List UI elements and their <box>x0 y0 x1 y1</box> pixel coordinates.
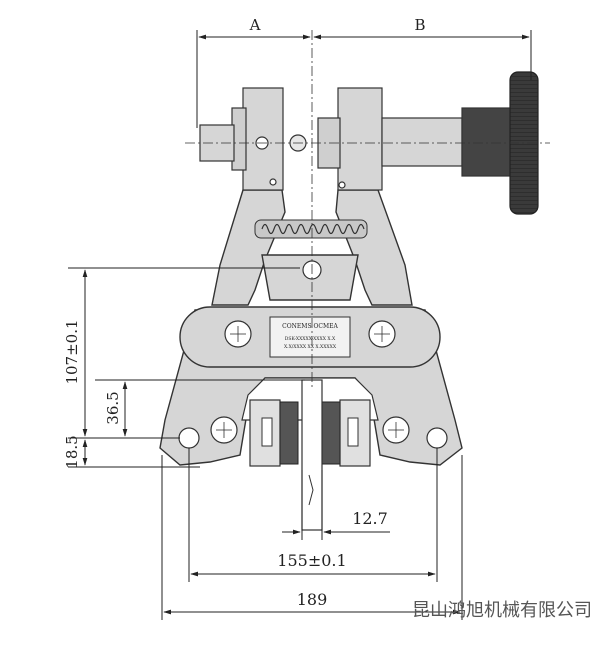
corner-hole-right <box>426 427 448 449</box>
dim-36-5: 36.5 <box>104 391 122 424</box>
nameplate: CONEMS OCMEA DSK-XXXXX-XXXX X.X X.X/XXXX… <box>269 316 351 358</box>
brake-pad-left <box>249 399 299 467</box>
centerlines <box>185 30 550 390</box>
dim-189: 189 <box>297 590 328 609</box>
dim-b-label: B <box>414 16 425 34</box>
dim-155: 155±0.1 <box>277 551 346 570</box>
nameplate-line2: DSK-XXXXX-XXXX X.X <box>285 336 336 342</box>
nameplate-line1: CONEMS OCMEA <box>282 323 338 330</box>
dim-18-5: 18.5 <box>63 435 81 468</box>
left-top-block <box>199 87 307 191</box>
dim-107: 107±0.1 <box>63 319 81 384</box>
dim-12-7: 12.7 <box>352 509 388 528</box>
dim-a-label: A <box>249 16 261 34</box>
company-watermark: 昆山鸿旭机械有限公司 <box>412 600 592 621</box>
left-arm <box>211 189 286 306</box>
brake-pad-right <box>321 399 371 467</box>
pivot-holes <box>178 260 448 449</box>
right-top-block <box>317 87 513 191</box>
corner-hole-left <box>178 427 200 449</box>
nameplate-line3: X.X/XXXX XX X.XXXXX <box>284 344 337 350</box>
spring <box>254 219 368 239</box>
brake-disc <box>301 379 323 531</box>
dimension-lines <box>68 30 532 620</box>
